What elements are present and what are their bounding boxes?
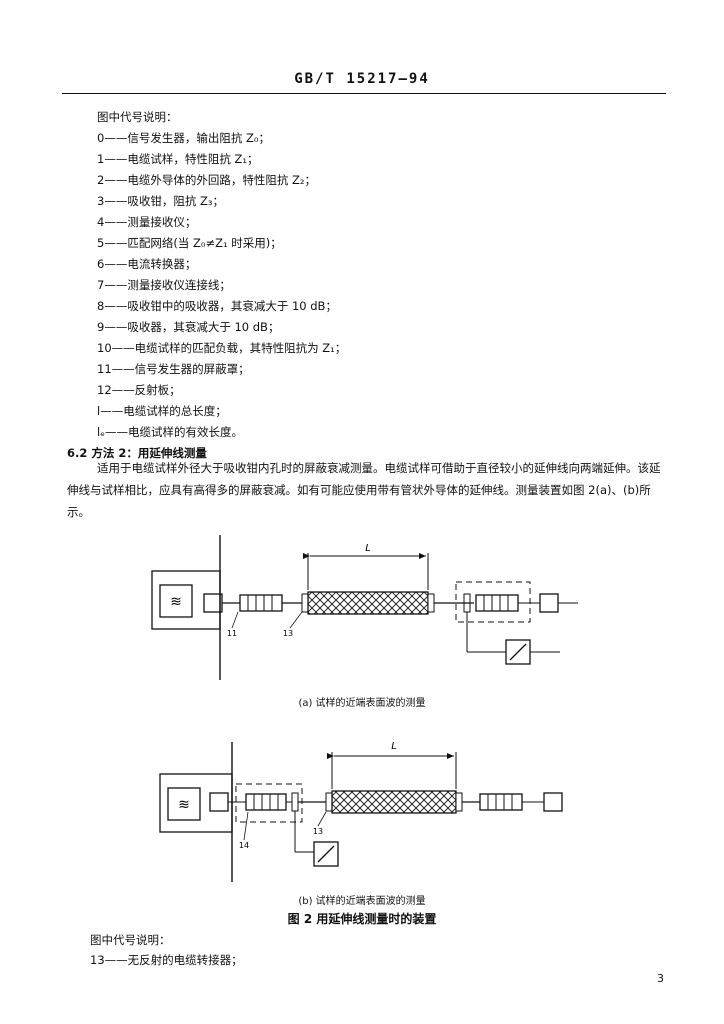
figure-b: ≋ L 14 13 <box>159 741 563 882</box>
legend-item: 12——反射板； <box>97 383 181 397</box>
figure-a: ≋ L 11 13 <box>151 535 578 680</box>
legend-item: 1——电缆试样，特性阻抗 Z₁； <box>97 152 259 166</box>
dim-label-b: L <box>391 741 397 752</box>
legend-bottom-item: 13——无反射的电缆转接器； <box>90 953 243 967</box>
legend-item: 11——信号发生器的屏蔽罩； <box>97 362 250 376</box>
figure-title: 图 2 用延伸线测量时的装置 <box>287 912 437 926</box>
label-a-13: 13 <box>283 629 293 638</box>
legend-item: 3——吸收钳，阻抗 Z₃； <box>97 194 224 208</box>
standard-header: GB/T 15217—94 <box>294 71 430 87</box>
legend-item: 9——吸收器，其衰减大于 10 dB； <box>97 320 280 334</box>
dim-label-a: L <box>365 543 371 554</box>
legend-item: l——电缆试样的总长度； <box>97 404 227 418</box>
legend-item: 6——电流转换器； <box>97 257 197 271</box>
legend-item: 5——匹配网络(当 Z₀≠Z₁ 时采用)； <box>97 236 282 250</box>
header-rule <box>62 93 666 94</box>
legend-item: 8——吸收钳中的吸收器，其衰减大于 10 dB； <box>97 299 337 313</box>
caption-a: (a) 试样的近端表面波的测量 <box>298 698 426 709</box>
label-a-11: 11 <box>227 629 237 638</box>
section-paragraph: 适用于电缆试样外径大于吸收钳内孔时的屏蔽衰减测量。电缆试样可借助于直径较小的延伸… <box>67 457 669 523</box>
generator-symbol-b: ≋ <box>178 797 190 813</box>
legend-bottom-title: 图中代号说明： <box>90 933 171 947</box>
label-b-13: 13 <box>313 827 323 836</box>
legend-item: 2——电缆外导体的外回路，特性阻抗 Z₂； <box>97 173 316 187</box>
caption-b: (b) 试样的近端表面波的测量 <box>298 896 426 907</box>
paragraph-text: 适用于电缆试样外径大于吸收钳内孔时的屏蔽衰减测量。电缆试样可借助于直径较小的延伸… <box>67 461 661 519</box>
legend-item: 4——测量接收仪； <box>97 215 197 229</box>
legend-item: 0——信号发生器，输出阻抗 Z₀； <box>97 131 270 145</box>
legend-item: 10——电缆试样的匹配负载，其特性阻抗为 Z₁； <box>97 341 347 355</box>
section-heading: 6.2 方法 2：用延伸线测量 <box>67 446 207 460</box>
legend-title: 图中代号说明： <box>97 110 178 124</box>
label-b-14: 14 <box>239 841 249 850</box>
generator-symbol-a: ≋ <box>170 594 182 610</box>
legend-item: lₑ——电缆试样的有效长度。 <box>97 425 243 439</box>
page-number: 3 <box>657 972 664 985</box>
legend-item: 7——测量接收仪连接线； <box>97 278 231 292</box>
